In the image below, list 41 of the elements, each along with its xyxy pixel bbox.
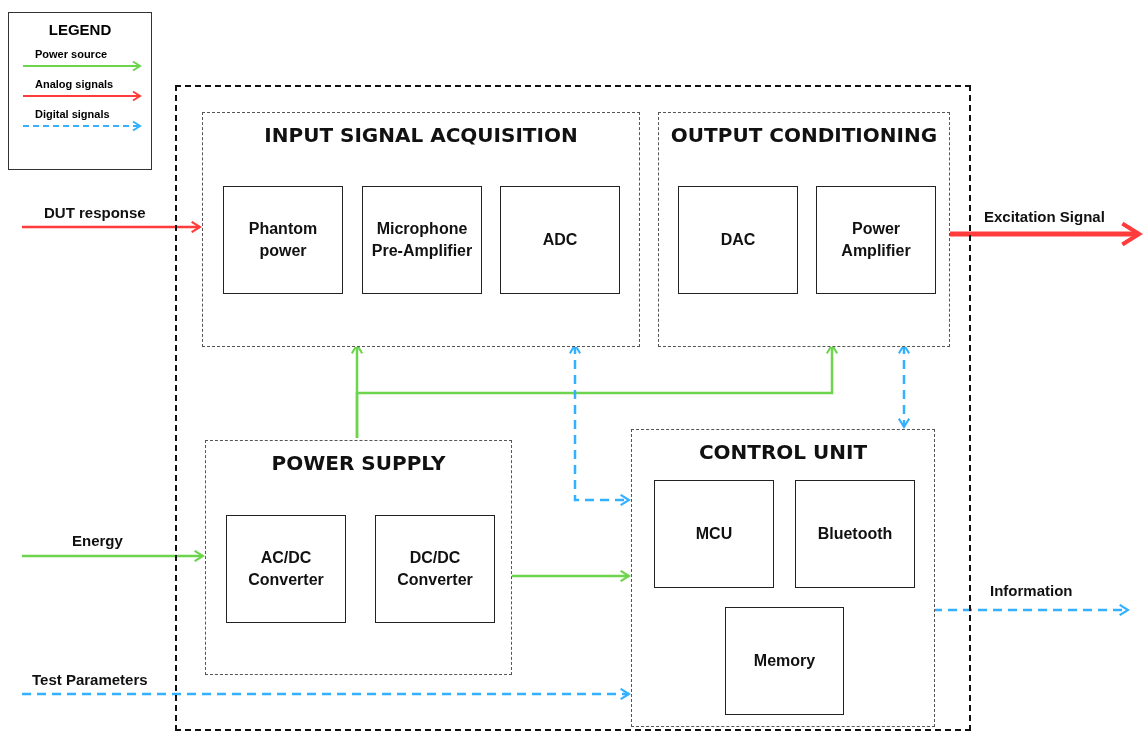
- block-label: Power Amplifier: [840, 219, 912, 261]
- group-frame: [205, 440, 512, 675]
- block-label: AC/DC Converter: [247, 548, 325, 590]
- arrow: [22, 220, 202, 234]
- block-box: [375, 515, 495, 623]
- group-title: OUTPUT CONDITIONING: [670, 123, 938, 147]
- legend-text: Power source: [35, 48, 109, 60]
- arrow: [22, 549, 205, 563]
- block-label: Phantom power: [247, 219, 319, 261]
- legend-text: Analog signals: [35, 78, 115, 90]
- legend-text: Digital signals: [35, 108, 111, 120]
- block-label: Microphone Pre-Amplifier: [370, 219, 474, 261]
- block-box: [795, 480, 915, 588]
- block-box: [362, 186, 482, 294]
- block-label: DAC: [719, 230, 757, 250]
- group-title: POWER SUPPLY: [271, 451, 446, 475]
- system-boundary: [175, 85, 971, 731]
- group-title: INPUT SIGNAL ACQUISITION: [264, 123, 578, 147]
- block-box: [226, 515, 346, 623]
- block-box: [678, 186, 798, 294]
- group-frame: [631, 429, 935, 727]
- block-box: [725, 607, 844, 715]
- group-frame: [658, 112, 950, 347]
- legend-title: LEGEND: [47, 21, 113, 38]
- block-box: [816, 186, 936, 294]
- arrow: [22, 687, 631, 701]
- block-box: [223, 186, 343, 294]
- arrow: [948, 221, 1142, 247]
- block-label: DC/DC Converter: [396, 548, 474, 590]
- group-frame: [202, 112, 640, 347]
- arrow: [510, 569, 631, 583]
- edge-label: Information: [988, 582, 1075, 599]
- edge-label: Excitation Signal: [982, 208, 1107, 225]
- block-box: [654, 480, 774, 588]
- arrow: [933, 603, 1130, 617]
- block-label: Memory: [752, 651, 817, 671]
- group-title: CONTROL UNIT: [698, 440, 868, 464]
- block-label: ADC: [541, 230, 579, 250]
- block-box: [500, 186, 620, 294]
- block-label: MCU: [694, 524, 734, 544]
- block-label: Bluetooth: [816, 524, 894, 544]
